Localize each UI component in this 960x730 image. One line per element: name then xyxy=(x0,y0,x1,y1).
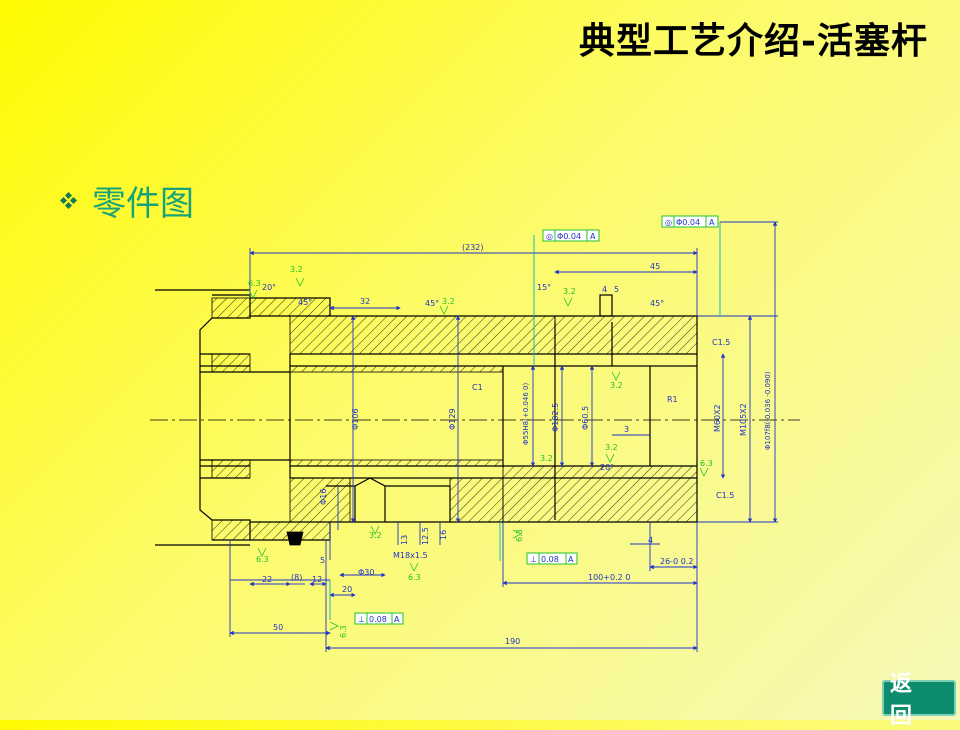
roughness-6-3-e: 6.3 xyxy=(515,529,524,542)
dim-m60: M60X2 xyxy=(713,404,722,432)
svg-text:Φ0.04: Φ0.04 xyxy=(557,232,581,241)
dim-45deg-c: 45° xyxy=(650,299,664,308)
tolerance-frame-4: ⊥ 0.08 A xyxy=(354,612,404,625)
roughness-3-2-d: 3.2 xyxy=(610,381,623,390)
svg-text:A: A xyxy=(394,615,400,624)
svg-text:⊥: ⊥ xyxy=(358,615,365,624)
dim-12-5: 12.5 xyxy=(421,527,430,545)
dim-c1-5-b: C1.5 xyxy=(716,491,734,500)
dim-r1: R1 xyxy=(667,395,678,404)
vertical-dimension-labels: Φ106 Φ129 Φ55H8(+0.046 0) Φ102.5 Φ60.5 M… xyxy=(319,371,772,545)
dim-45deg-b: 45° xyxy=(425,299,439,308)
dim-20deg: 20° xyxy=(262,283,276,292)
bullet-text: 零件图 xyxy=(92,184,194,224)
dim-45deg-a: 45° xyxy=(298,298,312,307)
dim-16: 16 xyxy=(439,530,448,540)
tolerance-frame-3: ⊥ 0.08 A xyxy=(526,552,578,565)
dim-m18: M18x1.5 xyxy=(393,551,428,560)
dim-c1: C1 xyxy=(472,383,483,392)
slide-title: 典型工艺介绍-活塞杆 xyxy=(579,20,928,62)
dim-4: 4 xyxy=(602,285,607,294)
roughness-6-3-a: 6.3 xyxy=(248,279,261,288)
leader-lines xyxy=(329,222,721,620)
dim-190: 190 xyxy=(505,637,520,646)
roughness-marks: 6.3 3.2 3.2 3.2 3.2 3.2 3.2 3.2 6.3 6.3 … xyxy=(248,265,713,638)
dim-50: 50 xyxy=(273,623,283,632)
tolerance-frame-1: ◎ Φ0.04 A xyxy=(542,229,600,242)
dim-32: 32 xyxy=(360,297,370,306)
roughness-6-3-d: 6.3 xyxy=(408,573,421,582)
dim-3: 3 xyxy=(624,425,629,434)
dim-15deg: 15° xyxy=(537,283,551,292)
roughness-6-3-b: 6.3 xyxy=(700,459,713,468)
dim-100: 100+0.2 0 xyxy=(588,573,630,582)
dim-12: 12 xyxy=(312,575,322,584)
dim-phi129: Φ129 xyxy=(448,408,457,430)
section-hatching xyxy=(211,297,698,546)
roughness-3-2-b: 3.2 xyxy=(442,297,455,306)
roughness-3-2-f: 3.2 xyxy=(605,443,618,452)
dim-232: (232) xyxy=(462,243,484,252)
dim-phi107: Φ107f8(-0.036 -0.090) xyxy=(764,371,772,450)
diamond-bullet-icon xyxy=(60,191,78,209)
roughness-6-3-f: 6.3 xyxy=(339,625,348,638)
dim-phi30: Φ30 xyxy=(358,568,374,577)
svg-text:A: A xyxy=(709,218,715,227)
roughness-6-3-c: 6.3 xyxy=(256,555,269,564)
dim-8: (8) xyxy=(291,573,302,582)
dim-5-b: 5 xyxy=(320,556,325,565)
svg-text:Φ0.04: Φ0.04 xyxy=(676,218,700,227)
dim-m105: M105X2 xyxy=(739,403,748,436)
dim-22: 22 xyxy=(262,575,272,584)
dim-phi60: Φ60.5 xyxy=(581,406,590,430)
dim-20deg-b: 20° xyxy=(600,463,614,472)
tolerance-frame-2: ◎ Φ0.04 A xyxy=(661,215,719,228)
dimension-labels: (232) 45 20° 45° 32 45° 15° 4 5 45° C1.5… xyxy=(262,243,734,646)
back-button[interactable]: 返 回 xyxy=(882,671,956,729)
roughness-3-2-c: 3.2 xyxy=(563,287,576,296)
dim-phi16: Φ16 xyxy=(319,489,328,505)
dimension-lines xyxy=(229,221,778,652)
dim-c1-5-a: C1.5 xyxy=(712,338,730,347)
dim-13: 13 xyxy=(400,535,409,545)
dim-20-c: 20 xyxy=(342,585,352,594)
roughness-3-2-a: 3.2 xyxy=(290,265,303,274)
svg-text:0.08: 0.08 xyxy=(369,615,387,624)
dim-4-b: 4 xyxy=(648,536,653,545)
dim-26: 26-0 0.2 xyxy=(660,557,693,566)
svg-text:⊥: ⊥ xyxy=(530,555,537,564)
roughness-3-2-g: 3.2 xyxy=(369,531,382,540)
svg-text:0.08: 0.08 xyxy=(541,555,559,564)
svg-text:◎: ◎ xyxy=(546,232,553,241)
dim-phi55: Φ55H8(+0.046 0) xyxy=(522,383,530,445)
dim-5: 5 xyxy=(614,285,619,294)
svg-text:◎: ◎ xyxy=(665,218,672,227)
dim-phi106: Φ106 xyxy=(351,408,360,430)
svg-text:A: A xyxy=(568,555,574,564)
dim-phi102: Φ102.5 xyxy=(551,403,560,432)
bullet-item: 零件图 xyxy=(60,176,194,225)
dim-45-top: 45 xyxy=(650,262,660,271)
svg-text:A: A xyxy=(590,232,596,241)
roughness-3-2-e: 3.2 xyxy=(540,454,553,463)
